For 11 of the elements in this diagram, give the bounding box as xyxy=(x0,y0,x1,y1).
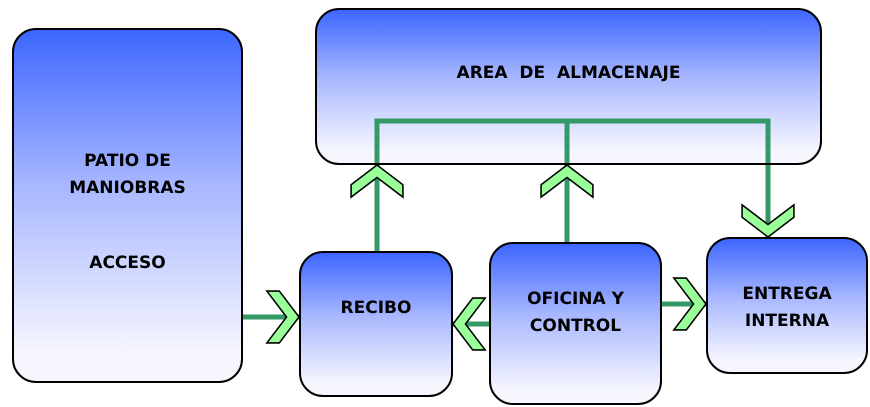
process-box xyxy=(489,242,662,405)
process-box xyxy=(315,8,822,165)
node-label: AREA DE ALMACENAJE xyxy=(456,62,682,85)
process-box xyxy=(299,251,453,397)
process-box xyxy=(12,28,243,383)
node-label: PATIO DE MANIOBRAS xyxy=(68,150,187,200)
node-label: RECIBO xyxy=(340,297,412,320)
node-sublabel: ACCESO xyxy=(88,252,167,275)
process-box xyxy=(706,237,868,374)
node-label: OFICINA Y CONTROL xyxy=(526,288,625,338)
node-label: ENTREGA INTERNA xyxy=(741,283,833,333)
